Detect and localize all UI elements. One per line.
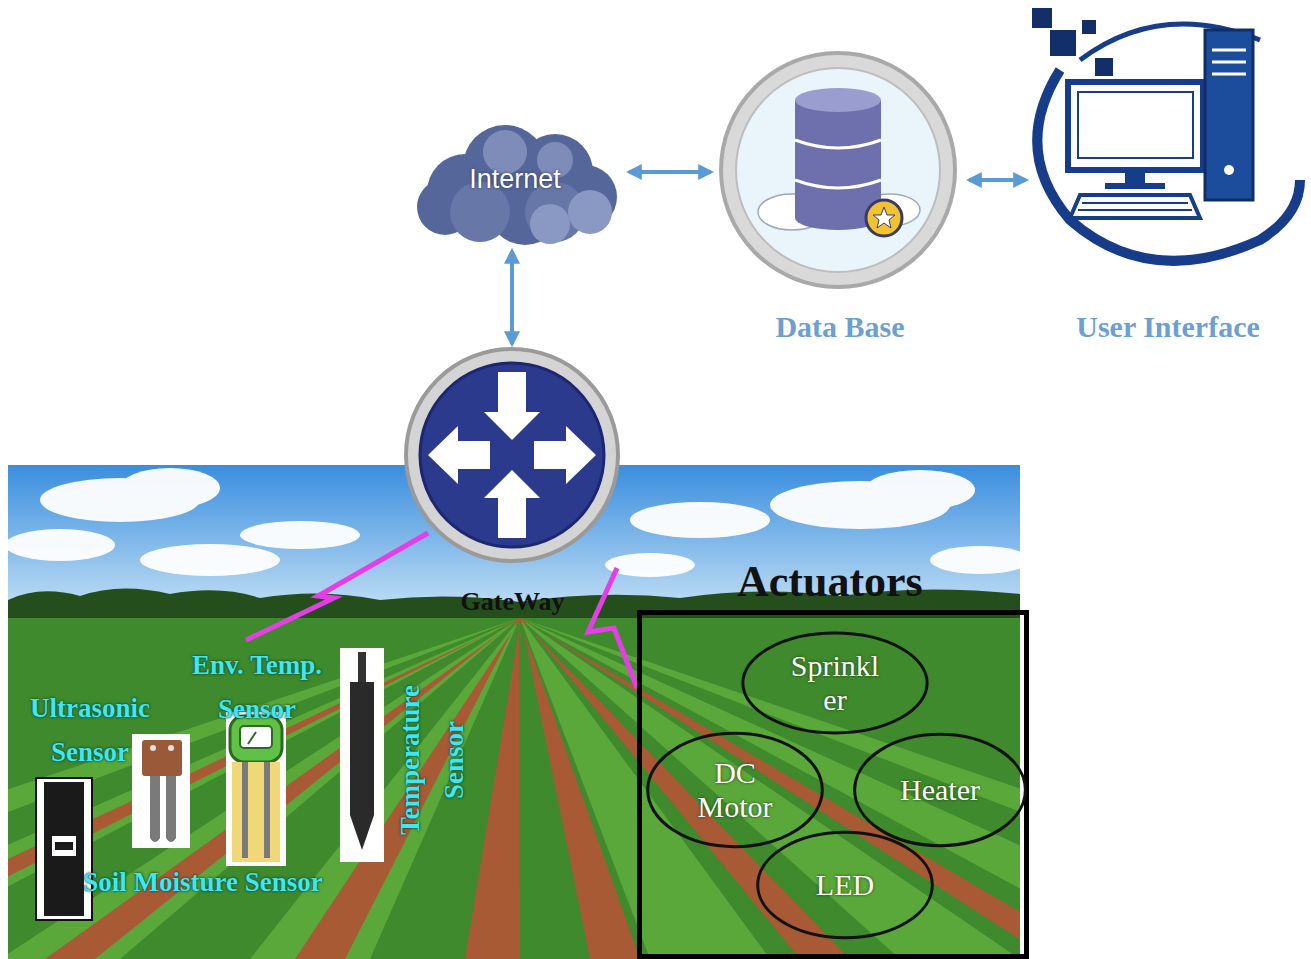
sensor-label: Soil Moisture Sensor [78,860,328,904]
actuator-ellipse: LED [755,830,935,940]
gateway-node: GateWay [400,348,625,618]
actuator-name: Heater [900,773,980,807]
ellipse-outline [758,832,933,938]
arrow-connector [969,178,1026,182]
ellipse-outline [648,733,823,846]
temperature-probe-icon [340,648,384,862]
wireless-bolt [246,533,428,640]
actuators-box: ActuatorsSprinkl er DC Motor HeaterLED [637,558,1029,959]
soil-rows [8,618,1020,959]
actuator-name: DC Motor [679,756,791,824]
computer-icon [1032,8,1300,261]
actuator-ellipse: Sprinkl er [740,631,930,735]
ellipse-outline [855,734,1026,845]
wireless-bolt-connector [588,568,637,688]
sensor-label: Env. Temp. Sensor [162,643,352,731]
crop-rows-light [8,618,1020,959]
user-interface-node: User Interface [1030,5,1306,345]
node-label: Internet [405,112,625,247]
node-label: User Interface [1030,309,1306,345]
node-label: Actuators [637,558,1029,606]
node-label: GateWay [400,586,625,618]
ellipse-outline [743,633,927,733]
actuator-name: LED [816,868,874,902]
actuator-ellipse: Heater [852,732,1028,848]
sensor-label: Temperature Sensor [388,644,476,876]
database-icon [721,53,955,287]
env-temp-sensor-icon [226,712,286,866]
soil-moisture-sensor-icon [132,734,190,848]
ultrasonic-sensor-icon [36,778,92,920]
cloud-puff [530,204,570,244]
arrow-connector [629,170,711,174]
database-node: Data Base [715,50,965,345]
node-label: Data Base [715,309,965,345]
actuator-ellipse: DC Motor [645,731,825,849]
cloud-puff [568,190,612,234]
actuator-name: Sprinkl er [779,649,891,717]
sensor-label: Ultrasonic Sensor [4,686,176,774]
cloud-node: Internet [405,112,625,247]
gateway-router-icon [406,349,618,561]
arrow-connector [510,251,514,344]
